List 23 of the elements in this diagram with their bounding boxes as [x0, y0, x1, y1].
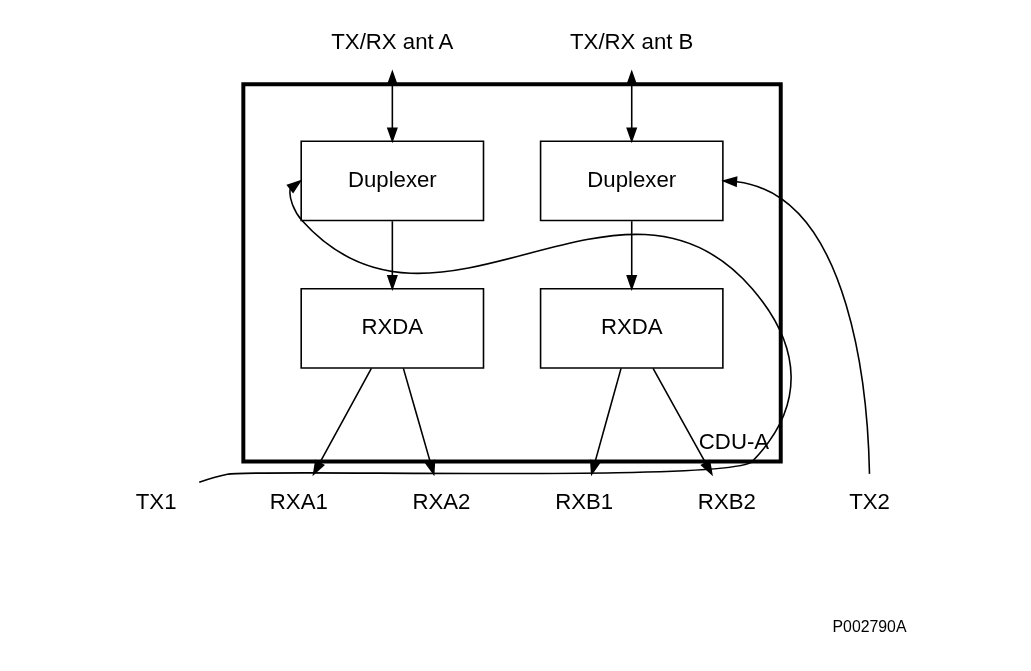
node-text: TX/RX ant B [569, 28, 693, 54]
arrow [720, 176, 870, 475]
node-text: TX1 [135, 488, 176, 514]
arrow [197, 179, 792, 484]
arrow [625, 69, 637, 144]
node-text: RXB1 [554, 488, 613, 514]
node-box: Duplexer [539, 140, 724, 222]
arrow [589, 367, 622, 477]
label: P002790A [832, 617, 907, 635]
arrow [386, 220, 398, 291]
node-text: TX2 [848, 488, 890, 514]
node-text: TX/RX ant A [330, 28, 453, 54]
node-text: RXA2 [412, 488, 470, 514]
arrow [402, 367, 435, 477]
arrow [625, 220, 637, 291]
arrow [311, 367, 372, 477]
node-box: RXDA [539, 287, 724, 369]
node-box: RXDA [299, 287, 484, 369]
arrow [386, 69, 398, 144]
arrow [651, 367, 713, 477]
node-box: Duplexer [299, 140, 484, 222]
node-text: RXB2 [697, 488, 756, 514]
node-text: RXA1 [269, 488, 328, 514]
